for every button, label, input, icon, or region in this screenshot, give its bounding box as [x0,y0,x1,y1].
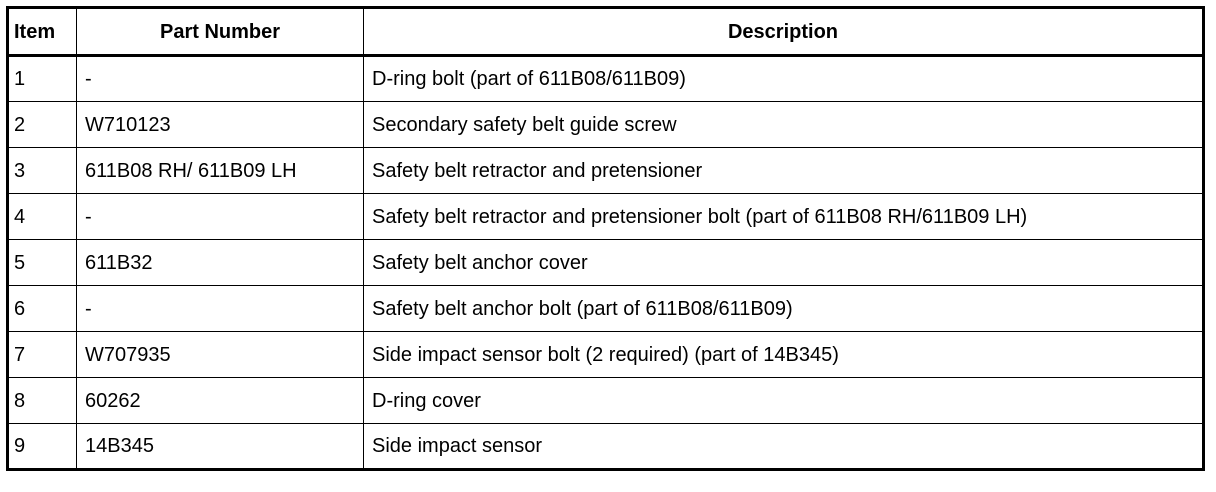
cell-description: Safety belt anchor bolt (part of 611B08/… [363,285,1204,332]
cell-item: 2 [7,101,77,148]
cell-part-number: - [76,55,364,102]
cell-description: Side impact sensor bolt (2 required) (pa… [363,331,1204,378]
cell-part-number: 611B08 RH/ 611B09 LH [76,147,364,194]
cell-description: D-ring bolt (part of 611B08/611B09) [363,55,1204,102]
cell-description: Safety belt retractor and pretensioner b… [363,193,1204,240]
cell-part-number: 60262 [76,377,364,424]
cell-part-number: 14B345 [76,423,364,470]
cell-item: 6 [7,285,77,332]
cell-description: Safety belt anchor cover [363,239,1204,286]
table-row: 6 - Safety belt anchor bolt (part of 611… [7,285,1204,332]
cell-item: 1 [7,55,77,102]
cell-item: 7 [7,331,77,378]
table-row: 1 - D-ring bolt (part of 611B08/611B09) [7,55,1204,102]
cell-part-number: W707935 [76,331,364,378]
table-row: 3 611B08 RH/ 611B09 LH Safety belt retra… [7,147,1204,194]
cell-item: 5 [7,239,77,286]
header-part-number: Part Number [76,7,364,57]
table-row: 5 611B32 Safety belt anchor cover [7,239,1204,286]
cell-part-number: 611B32 [76,239,364,286]
cell-item: 3 [7,147,77,194]
header-item: Item [7,7,77,57]
cell-part-number: - [76,285,364,332]
table-row: 9 14B345 Side impact sensor [7,423,1204,470]
parts-table-body: 1 - D-ring bolt (part of 611B08/611B09) … [7,55,1204,470]
cell-description: Side impact sensor [363,423,1204,470]
table-row: 7 W707935 Side impact sensor bolt (2 req… [7,331,1204,378]
cell-item: 4 [7,193,77,240]
header-description: Description [363,7,1204,57]
cell-part-number: W710123 [76,101,364,148]
parts-table-header: Item Part Number Description [7,7,1204,57]
table-row: 8 60262 D-ring cover [7,377,1204,424]
cell-description: D-ring cover [363,377,1204,424]
header-row: Item Part Number Description [7,7,1204,57]
cell-description: Secondary safety belt guide screw [363,101,1204,148]
cell-item: 8 [7,377,77,424]
cell-item: 9 [7,423,77,470]
table-row: 2 W710123 Secondary safety belt guide sc… [7,101,1204,148]
table-row: 4 - Safety belt retractor and pretension… [7,193,1204,240]
cell-part-number: - [76,193,364,240]
parts-table: Item Part Number Description 1 - D-ring … [6,6,1205,471]
cell-description: Safety belt retractor and pretensioner [363,147,1204,194]
